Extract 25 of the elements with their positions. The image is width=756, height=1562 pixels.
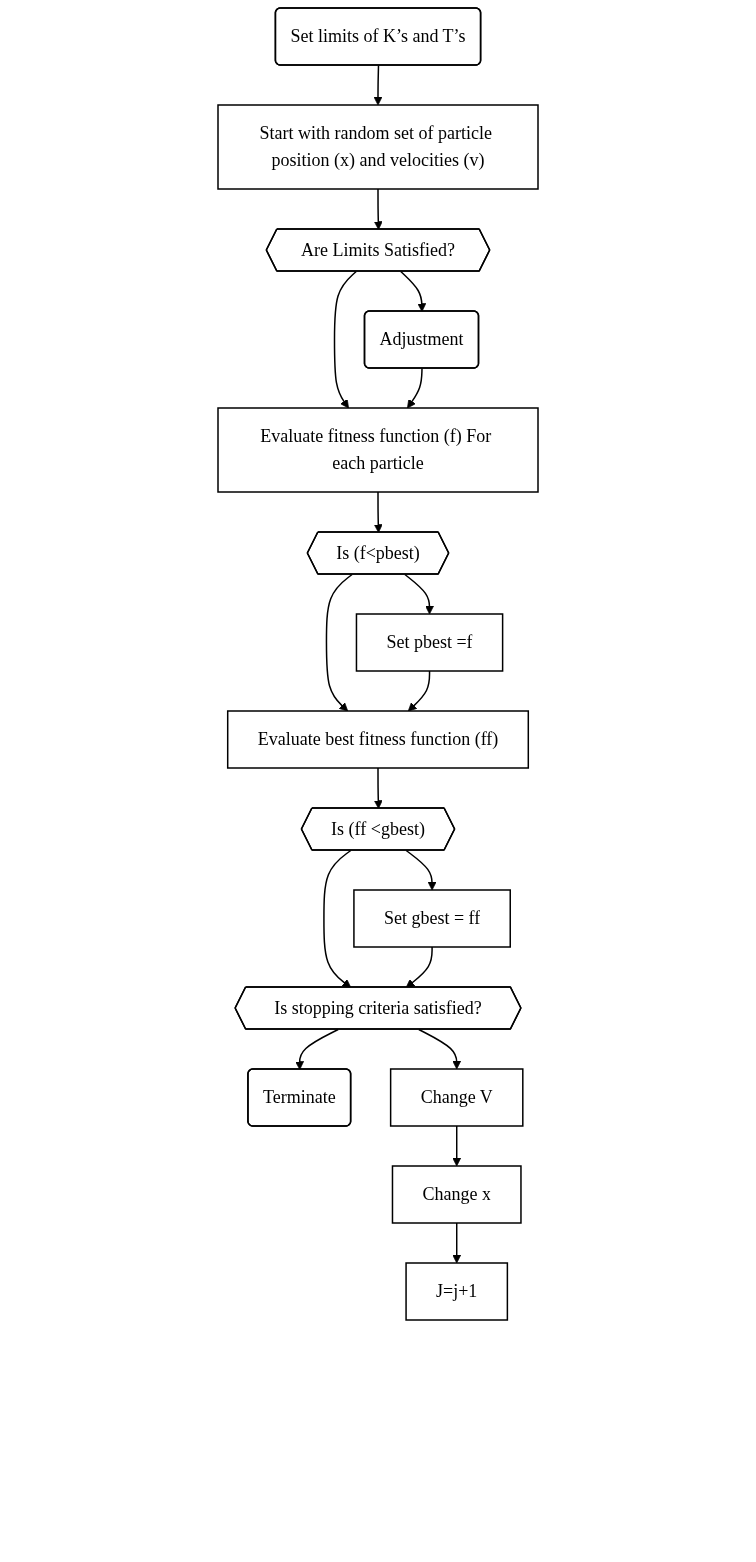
arrow xyxy=(452,1222,462,1264)
arrow xyxy=(405,946,433,988)
arrow xyxy=(418,1028,462,1070)
node-box: Change V xyxy=(389,1068,524,1127)
arrow xyxy=(407,670,431,712)
arrow xyxy=(323,849,352,988)
arrow xyxy=(295,1028,339,1070)
node-box: Set pbest =f xyxy=(355,613,504,672)
node-box: Change x xyxy=(391,1165,522,1224)
node-box: Evaluate fitness function (f) For each particle xyxy=(217,407,539,493)
node-box: Set gbest = ff xyxy=(353,889,511,948)
arrow xyxy=(333,270,357,409)
arrow xyxy=(400,270,427,312)
arrow xyxy=(452,1125,462,1167)
node-box: Start with random set of particle position (x) and velocities (v) xyxy=(217,104,539,190)
arrow xyxy=(373,64,383,106)
arrow xyxy=(404,573,434,615)
arrow xyxy=(373,491,383,533)
arrow xyxy=(407,367,423,409)
arrow xyxy=(373,767,383,809)
arrow xyxy=(325,573,353,712)
arrow xyxy=(373,188,383,230)
node-box: J=j+1 xyxy=(405,1262,509,1321)
node-box: Evaluate best fitness function (ff) xyxy=(226,710,530,769)
arrow xyxy=(405,849,437,891)
